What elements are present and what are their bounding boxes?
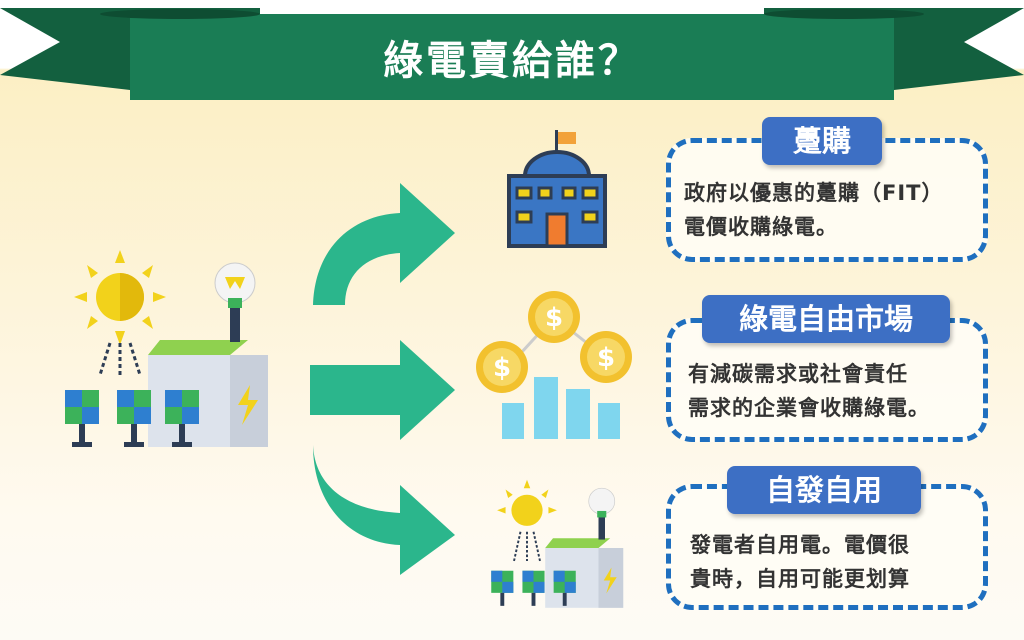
title-banner (0, 8, 1024, 100)
dollar-icon: $ (597, 343, 615, 373)
description-line: 電價收購綠電。 (684, 215, 838, 239)
dollar-icon: $ (545, 303, 563, 333)
arrow-up-icon (313, 183, 455, 305)
option-description-self-use: 發電者自用電。電價很貴時，自用可能更划算 (690, 528, 910, 596)
option-title-market: 綠電自由市場 (702, 295, 950, 343)
option-card-self-use (666, 484, 988, 610)
description-line: 需求的企業會收購綠電。 (688, 396, 930, 420)
arrow-right-icon (310, 340, 455, 440)
market-coins-icon: $ $ $ (476, 291, 632, 439)
arrow-down-icon (313, 445, 455, 575)
solar-factory-icon (65, 250, 268, 447)
option-title-self-use: 自發自用 (727, 466, 921, 514)
description-line: 有減碳需求或社會責任 (688, 362, 908, 386)
description-line: 貴時，自用可能更划算 (690, 567, 910, 591)
option-description-market: 有減碳需求或社會責任需求的企業會收購綠電。 (688, 357, 930, 425)
dollar-icon: $ (493, 353, 511, 383)
government-building-icon (507, 130, 607, 248)
option-description-fit: 政府以優惠的躉購（FIT） 電價收購綠電。 (684, 176, 943, 244)
flow-arrows (310, 183, 455, 575)
option-title-fit: 躉購 (762, 117, 882, 165)
page-title: 綠電賣給誰？ (383, 38, 641, 84)
self-use-factory-icon (491, 479, 624, 608)
description-line: 政府以優惠的躉購（FIT） (684, 181, 944, 205)
description-line: 發電者自用電。電價很 (690, 533, 910, 557)
